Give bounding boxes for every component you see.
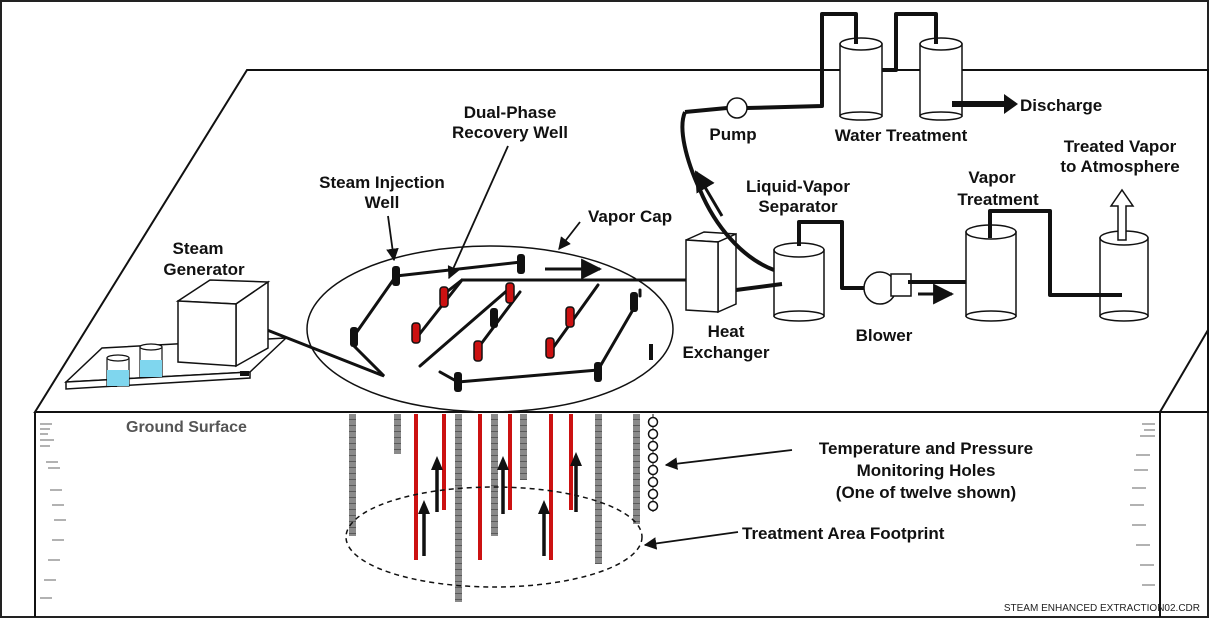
gray-injection-well [455,414,462,602]
label-vapor-cap: Vapor Cap [588,207,672,226]
label-steam: Steam [172,239,223,258]
injection-well-head [630,292,638,312]
label-one-of-twelve: (One of twelve shown) [836,483,1016,502]
heat-exchanger [685,231,737,314]
label-vapor: Vapor [968,168,1016,187]
label-vapor-treatment: Treatment [957,190,1039,209]
label-steam-injection: Steam Injection [319,173,445,192]
label-monitoring-holes: Monitoring Holes [857,461,996,480]
gray-injection-well [349,414,356,536]
recovery-well-head [505,282,515,304]
red-recovery-well [569,414,573,510]
label-ground-surface: Ground Surface [126,419,247,436]
subsurface-flow-arrows [418,452,582,556]
treated-vapor-arrow [1109,188,1135,241]
blower [863,271,912,305]
label-temp-pressure: Temperature and Pressure [819,439,1033,458]
vapor-cap-ellipse [306,245,674,413]
gray-injection-well [520,414,527,480]
injection-well-head [649,344,653,360]
liquid-vapor-separator [773,242,825,322]
generator-box [175,279,271,368]
injection-well-head [517,254,525,274]
red-recovery-well [414,414,418,560]
label-exchanger: Exchanger [683,343,770,362]
subsurface-injection-wells [349,414,640,602]
label-recovery-well: Recovery Well [452,123,568,142]
recovery-well-head [473,340,483,362]
pump [726,97,748,119]
injection-well-head [594,362,602,382]
surface-wells [350,254,653,392]
steam-generator [63,279,289,390]
soil-hatching-right [1130,423,1155,586]
label-dual-phase: Dual-Phase [464,103,557,122]
soil-hatching-left [40,423,66,599]
gray-injection-well [595,414,602,564]
injection-well-head [454,372,462,392]
process-arrows [694,94,1135,305]
label-separator: Separator [758,197,838,216]
label-liquid-vapor: Liquid-Vapor [746,177,850,196]
label-heat: Heat [708,322,745,341]
recovery-well-head [439,286,449,308]
label-water-treatment: Water Treatment [835,126,968,145]
monitoring-hole [647,414,659,512]
label-treatment-footprint: Treatment Area Footprint [742,524,945,543]
label-steam-injection-well: Well [365,193,400,212]
red-recovery-well [508,414,512,510]
label-to-atmosphere: to Atmosphere [1060,157,1179,176]
water-tank [106,343,163,387]
label-treated-vapor: Treated Vapor [1064,137,1177,156]
label-discharge: Discharge [1020,96,1102,115]
red-recovery-well [442,414,446,510]
injection-well-head [350,327,358,347]
recovery-well-head [545,337,555,359]
labels: Dual-Phase Recovery Well Steam Injection… [126,96,1200,614]
recovery-well-head [565,306,575,328]
label-filename: STEAM ENHANCED EXTRACTION02.CDR [1004,603,1200,614]
ground-block [33,69,1209,617]
gray-injection-well [394,414,401,454]
red-recovery-well [549,414,553,560]
injection-well-head [490,308,498,328]
treatment-area-footprint [345,486,643,588]
recovery-well-head [411,322,421,344]
label-blower: Blower [856,326,913,345]
leader-lines [386,145,793,550]
right-slope-edge [1159,329,1209,413]
label-generator: Generator [163,260,245,279]
injection-well-head [392,266,400,286]
gray-injection-well [633,414,640,524]
label-pump: Pump [709,125,756,144]
gray-injection-well [491,414,498,536]
